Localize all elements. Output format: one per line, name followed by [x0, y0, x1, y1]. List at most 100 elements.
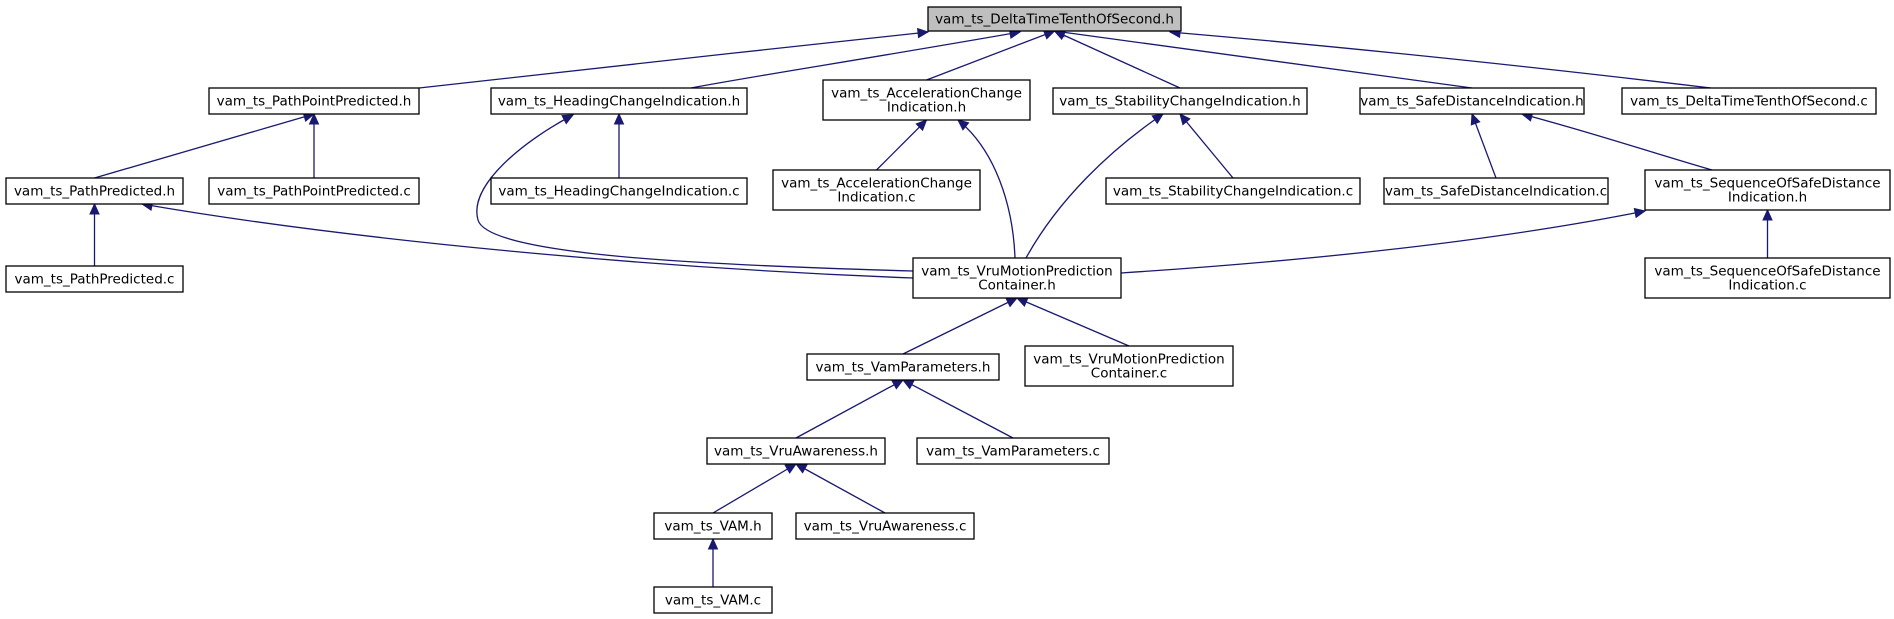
node-va-h[interactable]: vam_ts_VruAwareness.h — [706, 437, 886, 465]
edge-hci_h-to-root — [690, 31, 1021, 89]
node-label: Container.h — [978, 278, 1056, 294]
edge-sci_h-to-root — [1054, 30, 1181, 89]
node-label: Indication.h — [887, 100, 966, 116]
edge-vam_h-to-va_h — [712, 463, 797, 514]
edge-ppp_c-to-ppp_h-arrowhead — [308, 112, 320, 125]
node-sdi-c[interactable]: vam_ts_SafeDistanceIndication.c — [1383, 177, 1609, 205]
node-label: vam_ts_SafeDistanceIndication.h — [1360, 94, 1583, 110]
node-label: vam_ts_VruMotionPrediction — [1033, 352, 1224, 368]
edge-root_c-to-root — [1169, 31, 1712, 89]
edge-pp_h-to-ppp_h — [94, 113, 315, 179]
edge-vmpc_c-to-vmpc_h — [1016, 297, 1130, 347]
node-label: Indication.c — [837, 190, 915, 206]
node-box — [1052, 87, 1308, 115]
edge-sdi_h-to-root — [1054, 30, 1473, 89]
node-box — [1024, 345, 1234, 387]
node-box — [927, 6, 1182, 32]
edge-sdi_c-to-sdi_h-arrowhead — [1470, 112, 1481, 126]
node-vam-c[interactable]: vam_ts_VAM.c — [653, 586, 773, 614]
node-box — [208, 87, 420, 115]
node-label: vam_ts_AccelerationChange — [831, 86, 1022, 102]
node-box — [822, 79, 1031, 121]
node-box — [653, 586, 773, 614]
edge-vmpc_h-to-sci_h-arrowhead — [1151, 113, 1165, 125]
node-root[interactable]: vam_ts_DeltaTimeTenthOfSecond.h — [927, 6, 1182, 32]
node-box — [5, 177, 184, 205]
edge-aci_c-to-aci_h — [876, 119, 927, 171]
node-label: vam_ts_PathPredicted.h — [14, 184, 175, 200]
node-label: Indication.c — [1728, 278, 1806, 294]
node-sosdi-c[interactable]: vam_ts_SequenceOfSafeDistanceIndication.… — [1644, 257, 1891, 299]
node-box — [5, 265, 184, 293]
node-root-c[interactable]: vam_ts_DeltaTimeTenthOfSecond.c — [1621, 87, 1877, 115]
edge-va_h-to-vp_h — [795, 379, 904, 439]
node-box — [706, 437, 886, 465]
edge-vmpc_h-to-pp_h — [141, 203, 914, 279]
edge-sosdi_h-to-sdi_h — [1521, 113, 1713, 171]
edge-vmpc_h-to-sosdi_h — [1120, 210, 1646, 274]
node-ppp-c[interactable]: vam_ts_PathPointPredicted.c — [208, 177, 420, 205]
node-ppp-h[interactable]: vam_ts_PathPointPredicted.h — [208, 87, 420, 115]
node-box — [795, 512, 975, 540]
node-label: Container.c — [1091, 366, 1167, 382]
node-box — [1644, 169, 1891, 211]
node-va-c[interactable]: vam_ts_VruAwareness.c — [795, 512, 975, 540]
node-hci-c[interactable]: vam_ts_HeadingChangeIndication.c — [490, 177, 748, 205]
node-box — [1359, 87, 1585, 115]
edge-vam_h-to-va_h-arrowhead — [784, 463, 798, 474]
edge-vam_c-to-vam_h-arrowhead — [707, 537, 719, 550]
node-label: vam_ts_HeadingChangeIndication.h — [498, 94, 740, 110]
node-box — [490, 87, 748, 115]
edge-vmpc_c-to-vmpc_h-arrowhead — [1015, 297, 1029, 307]
node-sosdi-h[interactable]: vam_ts_SequenceOfSafeDistanceIndication.… — [1644, 169, 1891, 211]
edge-vp_c-to-vp_h-arrowhead — [901, 379, 915, 390]
node-pp-h[interactable]: vam_ts_PathPredicted.h — [5, 177, 184, 205]
edge-ppp_h-to-root — [418, 31, 929, 89]
node-box — [1105, 177, 1361, 205]
node-vp-c[interactable]: vam_ts_VamParameters.c — [916, 437, 1110, 465]
node-label: vam_ts_DeltaTimeTenthOfSecond.h — [935, 12, 1174, 28]
node-sdi-h[interactable]: vam_ts_SafeDistanceIndication.h — [1359, 87, 1585, 115]
edge-vp_h-to-vmpc_h — [902, 297, 1018, 355]
node-box — [772, 169, 981, 211]
node-box — [490, 177, 748, 205]
node-label: vam_ts_PathPredicted.c — [15, 272, 175, 288]
node-vp-h[interactable]: vam_ts_VamParameters.h — [806, 353, 1000, 381]
node-sci-c[interactable]: vam_ts_StabilityChangeIndication.c — [1105, 177, 1361, 205]
node-pp-c[interactable]: vam_ts_PathPredicted.c — [5, 265, 184, 293]
edge-sosdi_c-to-sosdi_h-arrowhead — [1762, 208, 1773, 221]
node-hci-h[interactable]: vam_ts_HeadingChangeIndication.h — [490, 87, 748, 115]
node-label: vam_ts_SequenceOfSafeDistance — [1654, 264, 1880, 280]
node-label: vam_ts_HeadingChangeIndication.c — [498, 184, 739, 200]
edge-aci_h-to-root — [926, 30, 1055, 81]
node-sci-h[interactable]: vam_ts_StabilityChangeIndication.h — [1052, 87, 1308, 115]
node-label: vam_ts_SequenceOfSafeDistance — [1654, 176, 1880, 192]
edge-sdi_c-to-sdi_h — [1471, 113, 1497, 179]
node-label: vam_ts_VruMotionPrediction — [921, 264, 1112, 280]
edge-sci_c-to-sci_h — [1179, 113, 1234, 179]
node-label: vam_ts_PathPointPredicted.h — [217, 94, 412, 110]
edges-layer — [89, 27, 1773, 587]
edge-va_c-to-va_h-arrowhead — [794, 463, 808, 474]
nodes-layer: vam_ts_DeltaTimeTenthOfSecond.h vam_ts_Pa… — [5, 6, 1891, 614]
edge-va_c-to-va_h — [795, 463, 886, 514]
node-box — [1644, 257, 1891, 299]
node-label: vam_ts_VamParameters.h — [816, 360, 991, 376]
edge-vmpc_h-to-aci_h-arrowhead — [957, 119, 970, 131]
edge-vmpc_h-to-sosdi_h-arrowhead — [1633, 207, 1647, 219]
node-box — [1621, 87, 1877, 115]
edge-vmpc_h-to-hci_h — [476, 114, 914, 272]
node-label: vam_ts_StabilityChangeIndication.h — [1059, 94, 1300, 110]
edge-va_h-to-vp_h-arrowhead — [891, 379, 905, 390]
node-label: vam_ts_AccelerationChange — [781, 176, 972, 192]
node-vam-h[interactable]: vam_ts_VAM.h — [653, 512, 773, 540]
node-label: vam_ts_VAM.c — [665, 593, 761, 609]
node-box — [208, 177, 420, 205]
edge-vp_c-to-vp_h — [902, 379, 1014, 439]
edge-ppp_h-to-root-arrowhead — [916, 27, 930, 39]
